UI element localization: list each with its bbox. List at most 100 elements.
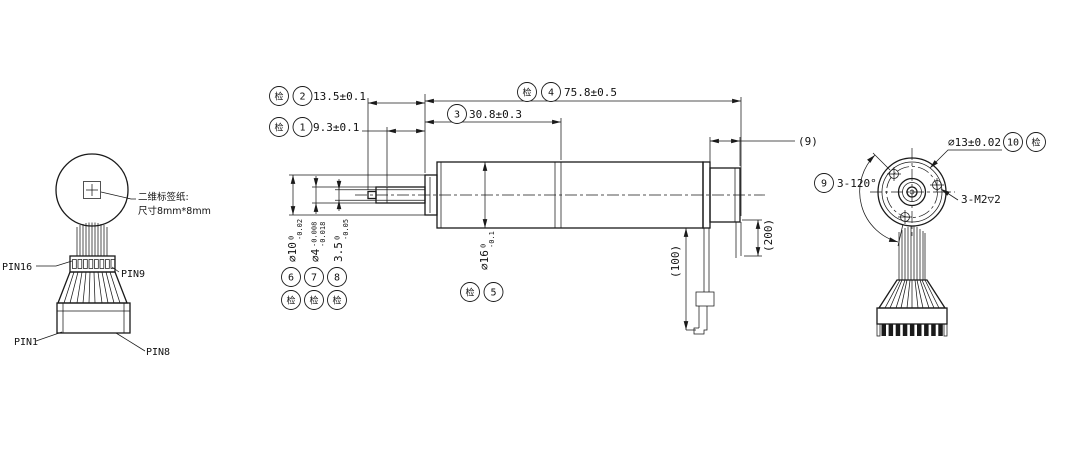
body-section-lines	[440, 162, 562, 228]
bolt-circle-leader	[929, 149, 1002, 169]
dim-text-d10: ⌀10	[286, 242, 299, 262]
balloon-1-number: 1	[299, 123, 305, 134]
dim-text-d4-tol-up: -0.008	[311, 222, 319, 247]
balloon-insp-8: 检	[327, 290, 347, 310]
rear-connector-walls	[876, 324, 948, 337]
mini-connector-hook	[693, 306, 708, 335]
dim-text-flat-group: 3.5 0 -0.05	[332, 219, 350, 262]
dim-text-9mm: (9)	[798, 135, 818, 148]
dim-text-d10-tol-up: 0	[288, 236, 296, 240]
balloons: 检 2 检 1 3 检 4 6 7 8 检 检 检 检 5 9 10 检	[269, 82, 1046, 310]
wire-bundle-hatch	[76, 222, 108, 256]
dim-text-flat-tol-dn: -0.05	[342, 219, 350, 240]
center-hole	[909, 189, 915, 195]
dim-text-200: (200)	[762, 219, 775, 252]
dim-text-thread: 3-M2▽2	[961, 193, 1001, 206]
angle-dim-arc	[859, 154, 899, 243]
connector-housing	[56, 302, 131, 334]
dim-text-d16-tol-dn: -0.1	[488, 231, 496, 248]
label-text-line1: 二维标签纸:	[138, 191, 189, 203]
wire-boot	[57, 271, 128, 304]
balloon-2-number: 2	[299, 92, 305, 103]
pin-bottom-left-label: PIN1	[14, 337, 38, 348]
wire-boot-hatch	[63, 271, 121, 304]
balloon-3-number: 3	[454, 110, 460, 121]
screw-hole-3	[898, 210, 912, 224]
dim-text-bolt-circle: ⌀13±0.02	[948, 136, 1001, 149]
balloon-6-number: 6	[288, 273, 294, 284]
dim-text-d10-tol-dn: -0.02	[296, 219, 304, 240]
qr-label-cross	[86, 184, 98, 196]
rear-connector-pins	[881, 324, 943, 336]
connector-housing-lines	[57, 303, 130, 333]
pin-top-left-label: PIN16	[2, 262, 32, 273]
balloon-10: 10	[1003, 132, 1023, 152]
inspection-mark: 检	[522, 87, 531, 99]
rear-wire-hatch	[898, 226, 926, 280]
dim-text-d10-group: ⌀10 0 -0.02	[286, 219, 304, 262]
wire-short	[703, 228, 710, 292]
inspection-mark: 检	[274, 91, 283, 103]
pin-top-left-leader	[36, 260, 73, 267]
rear-boot-hatch	[884, 279, 940, 309]
balloon-8: 8	[327, 267, 347, 287]
dim-text-d4-tol-dn: -0.018	[319, 222, 327, 247]
dim-text-d16-group: ⌀16 0 -0.1	[478, 231, 496, 270]
angle-ext-lines	[872, 152, 904, 247]
balloon-8-number: 8	[334, 273, 340, 284]
dim-text-30-8: 30.8±0.3	[469, 108, 522, 121]
balloon-insp-10: 检	[1026, 132, 1046, 152]
rear-centerlines	[870, 148, 955, 236]
dim-text-d4: ⌀4	[309, 248, 322, 262]
balloon-10-number: 10	[1007, 138, 1019, 149]
rear-view: 3-120° ⌀13±0.02 3-M2▽2	[837, 136, 1002, 337]
dim-text-75-8: 75.8±0.5	[564, 86, 617, 99]
dim-text-13-5: 13.5±0.1	[313, 90, 366, 103]
rear-cap	[709, 167, 741, 223]
balloon-4-number: 4	[548, 88, 554, 99]
label-leader	[100, 191, 136, 200]
dim-text-9-3: 9.3±0.1	[313, 121, 359, 134]
balloon-insp-7: 检	[304, 290, 324, 310]
inspection-mark: 检	[274, 122, 283, 134]
dim-text-angle: 3-120°	[837, 177, 877, 190]
qr-label-square	[83, 181, 101, 199]
balloon-5: 5	[483, 282, 504, 302]
thread-leader	[940, 188, 959, 201]
pin-bottom-left-leader	[35, 331, 63, 342]
pin-top-right-leader	[111, 266, 120, 273]
inspection-mark: 检	[332, 295, 341, 307]
balloon-4: 4	[541, 82, 561, 102]
balloon-insp-2: 检	[269, 86, 289, 106]
balloon-6: 6	[281, 267, 301, 287]
dim-text-flat-tol-up: 0	[334, 236, 342, 240]
dim-text-d16-tol-up: 0	[480, 244, 488, 248]
extension-lines	[289, 94, 762, 331]
balloon-insp-4: 检	[517, 82, 537, 102]
balloon-2: 2	[292, 86, 313, 106]
pin-contacts	[72, 259, 116, 269]
inspection-mark: 检	[1031, 137, 1040, 149]
dim-text-d4-group: ⌀4 -0.008 -0.018	[309, 222, 327, 262]
hub-circle-2	[902, 182, 922, 202]
mini-connector-body	[695, 291, 715, 307]
dim-text-flat: 3.5	[332, 242, 345, 262]
dim-text-200-group: (200)	[762, 219, 775, 252]
dim-text-d16: ⌀16	[478, 250, 491, 270]
balloon-insp-6: 检	[281, 290, 301, 310]
label-text-line2: 尺寸8mm*8mm	[138, 205, 211, 217]
balloon-1: 1	[292, 117, 313, 137]
pin-top-right-label: PIN9	[121, 269, 145, 280]
balloon-insp-1: 检	[269, 117, 289, 137]
balloon-9-number: 9	[821, 179, 827, 190]
balloon-5-number: 5	[490, 288, 496, 299]
wire-long	[735, 222, 742, 258]
inspection-mark: 检	[465, 287, 474, 299]
balloon-3: 3	[447, 104, 467, 124]
dim-text-100-group: (100)	[669, 245, 682, 278]
rear-connector-body	[876, 307, 948, 325]
dim-text-100: (100)	[669, 245, 682, 278]
pin-bottom-right-label: PIN8	[146, 347, 170, 358]
